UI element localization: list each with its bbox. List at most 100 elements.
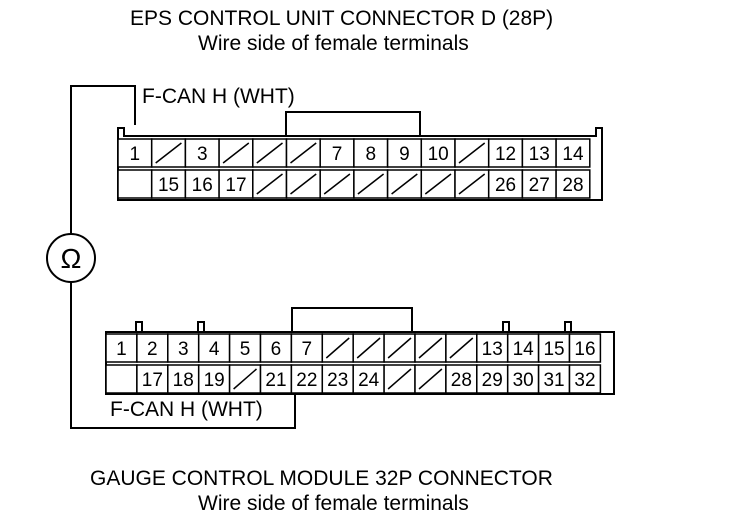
- terminal-26: 26: [487, 169, 524, 199]
- empty-terminal: [353, 169, 389, 199]
- empty-terminal: [414, 333, 447, 363]
- terminal-3: 3: [184, 138, 220, 168]
- unused-terminal-slash: [458, 173, 486, 195]
- terminal-24: 24: [352, 364, 385, 394]
- empty-terminal: [252, 138, 288, 168]
- unused-terminal-slash: [458, 142, 486, 164]
- empty-terminal: [319, 169, 355, 199]
- eps-connector-subtitle: Wire side of female terminals: [198, 32, 469, 55]
- terminal-label: 7: [332, 144, 343, 165]
- terminal-label: 1: [130, 144, 141, 165]
- terminal-27: 27: [521, 169, 557, 199]
- terminal-9: 9: [386, 138, 423, 168]
- terminal-14: 14: [506, 333, 540, 363]
- terminal-label: 17: [142, 370, 163, 391]
- gauge-connector-key: [197, 321, 205, 333]
- terminal-label: 14: [513, 339, 535, 360]
- empty-terminal: [228, 364, 262, 394]
- eps-probe-label: F-CAN H (WHT): [142, 85, 295, 108]
- ohmmeter-icon: Ω: [46, 233, 96, 283]
- terminal-6: 6: [259, 333, 293, 363]
- terminal-1: 1: [117, 138, 153, 168]
- unused-terminal-slash: [222, 142, 250, 164]
- gauge-probe-label: F-CAN H (WHT): [110, 398, 263, 421]
- terminal-28: 28: [555, 169, 591, 199]
- unused-terminal-slash: [323, 173, 351, 195]
- terminal-label: 7: [302, 339, 313, 360]
- terminal-label: 13: [529, 144, 550, 165]
- probe-wire-top: [70, 85, 136, 234]
- terminal-13: 13: [476, 333, 509, 363]
- unused-terminal-slash: [233, 368, 257, 390]
- terminal-3: 3: [167, 333, 200, 363]
- empty-terminal: [285, 169, 321, 199]
- eps-connector-title: EPS CONTROL UNIT CONNECTOR D (28P): [130, 7, 554, 30]
- terminal-label: 19: [204, 370, 225, 391]
- terminal-5: 5: [228, 333, 262, 363]
- unused-terminal-slash: [449, 337, 474, 359]
- terminal-label: 8: [365, 144, 376, 165]
- empty-terminal: [321, 333, 354, 363]
- terminal-label: 31: [543, 370, 564, 391]
- empty-terminal: [454, 169, 490, 199]
- empty-terminal: [414, 364, 447, 394]
- terminal-21: 21: [259, 364, 293, 394]
- terminal-label: 28: [562, 175, 583, 196]
- terminal-label: 13: [482, 339, 503, 360]
- terminal-label: 28: [451, 370, 472, 391]
- terminal-label: 3: [197, 144, 208, 165]
- terminal-label: 16: [574, 339, 595, 360]
- terminal-30: 30: [506, 364, 540, 394]
- terminal-label: 4: [209, 339, 220, 360]
- terminal-13: 13: [521, 138, 557, 168]
- terminal-label: 15: [543, 339, 564, 360]
- empty-terminal: [383, 364, 416, 394]
- terminal-19: 19: [197, 364, 231, 394]
- terminal-label: 29: [482, 370, 503, 391]
- terminal-label: 10: [428, 144, 449, 165]
- terminal-label: 22: [296, 370, 317, 391]
- empty-terminal: [252, 169, 288, 199]
- empty-terminal: [386, 169, 423, 199]
- empty-terminal: [420, 169, 456, 199]
- unused-terminal-slash: [356, 337, 381, 359]
- terminal-7: 7: [319, 138, 355, 168]
- terminal-label: 16: [192, 175, 213, 196]
- empty-terminal: [285, 138, 321, 168]
- empty-terminal: [150, 138, 187, 168]
- terminal-label: 6: [271, 339, 282, 360]
- terminal-label: 30: [513, 370, 534, 391]
- terminal-31: 31: [537, 364, 571, 394]
- gauge-connector-key: [135, 321, 143, 333]
- terminal-8: 8: [353, 138, 389, 168]
- unused-terminal-slash: [256, 142, 283, 164]
- unused-terminal-slash: [290, 142, 317, 164]
- terminal-12: 12: [487, 138, 524, 168]
- terminal-label: 24: [358, 370, 380, 391]
- ohm-symbol: Ω: [61, 243, 82, 274]
- unused-terminal-slash: [357, 173, 385, 195]
- terminal-16: 16: [184, 169, 220, 199]
- unused-terminal-slash: [256, 173, 283, 195]
- terminal-label: 12: [495, 144, 516, 165]
- terminal-label: 18: [173, 370, 194, 391]
- empty-terminal: [117, 169, 153, 199]
- terminal-label: 26: [495, 175, 516, 196]
- terminal-14: 14: [555, 138, 591, 168]
- gauge-connector-title: GAUGE CONTROL MODULE 32P CONNECTOR: [90, 467, 553, 490]
- terminal-32: 32: [568, 364, 602, 394]
- empty-terminal: [445, 333, 478, 363]
- terminal-label: 2: [147, 339, 158, 360]
- terminal-15: 15: [150, 169, 187, 199]
- terminal-17: 17: [218, 169, 254, 199]
- unused-terminal-slash: [387, 337, 412, 359]
- unused-terminal-slash: [387, 368, 412, 390]
- terminal-4: 4: [197, 333, 231, 363]
- terminal-7: 7: [290, 333, 324, 363]
- terminal-16: 16: [568, 333, 602, 363]
- gauge-connector-key: [502, 321, 510, 333]
- empty-terminal: [105, 364, 138, 394]
- terminal-1: 1: [105, 333, 138, 363]
